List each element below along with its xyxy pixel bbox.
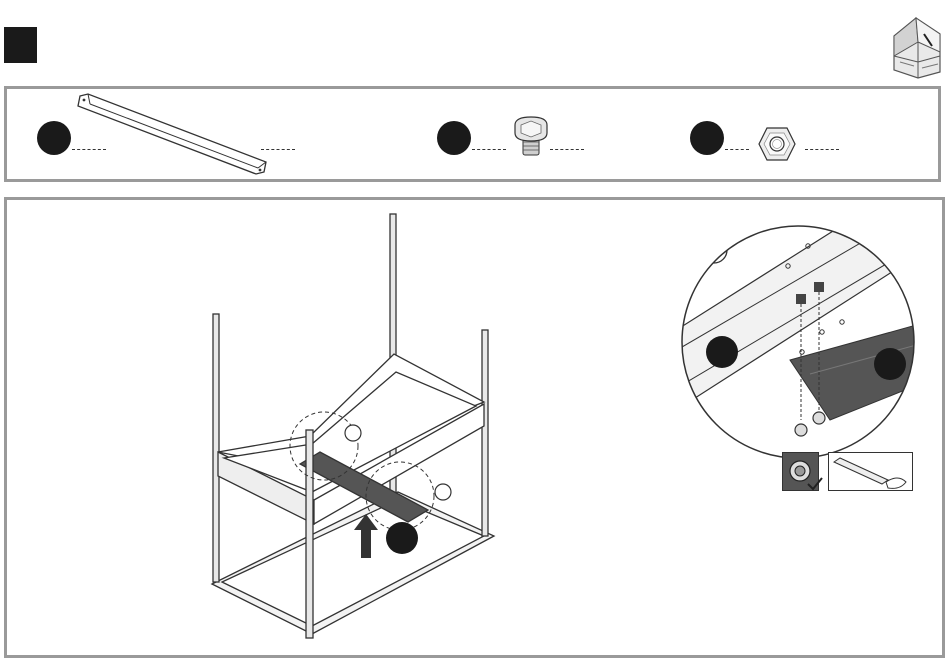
tighten-check-inset [782,452,914,494]
bolt-detail-zoom [680,224,920,464]
